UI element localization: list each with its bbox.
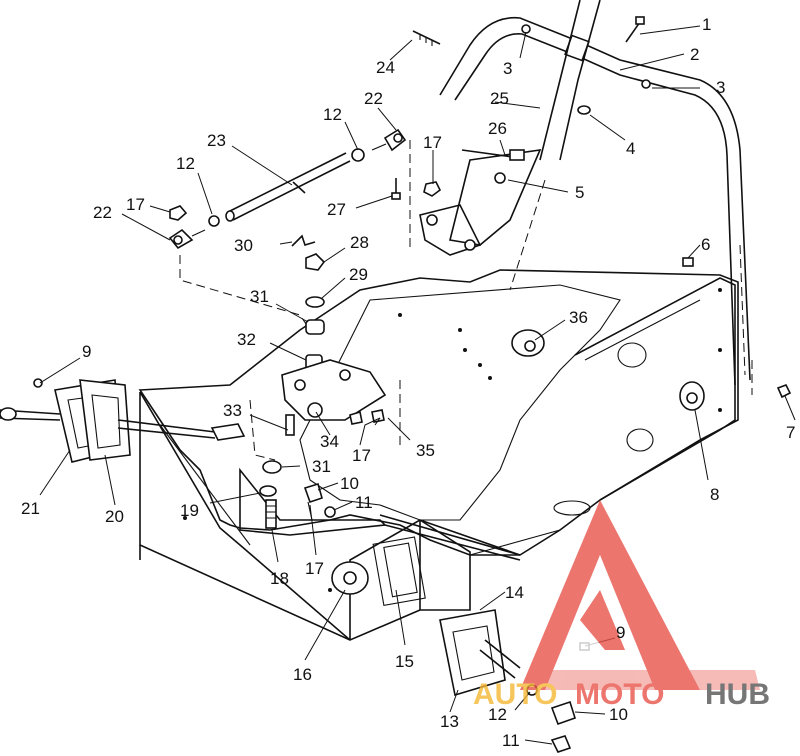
callout-12: 12 xyxy=(323,105,342,124)
pivot-stack xyxy=(179,253,401,497)
right-spindle-assembly xyxy=(439,609,590,753)
callout-10: 10 xyxy=(340,474,359,493)
callout-27: 27 xyxy=(327,200,346,219)
callout-18: 18 xyxy=(270,569,289,588)
callout-17: 17 xyxy=(305,559,324,578)
callout-12: 12 xyxy=(176,154,195,173)
watermark-logo: AUTO MOTO HUB xyxy=(473,500,770,711)
callout-15: 15 xyxy=(395,652,414,671)
callout-labels: 1 2 3 3 4 5 6 7 8 9 9 10 10 11 11 12 12 … xyxy=(21,15,795,750)
callout-22: 22 xyxy=(93,203,112,222)
callout-22: 22 xyxy=(364,89,383,108)
callout-3: 3 xyxy=(503,59,512,78)
callout-29: 29 xyxy=(349,265,368,284)
callout-24: 24 xyxy=(376,58,395,77)
callout-30: 30 xyxy=(234,236,253,255)
callout-17: 17 xyxy=(423,133,442,152)
callout-2: 2 xyxy=(690,45,699,64)
callout-3: 3 xyxy=(716,78,725,97)
callout-20: 20 xyxy=(105,507,124,526)
callout-17: 17 xyxy=(352,446,371,465)
callout-5: 5 xyxy=(575,183,584,202)
callout-10: 10 xyxy=(609,705,628,724)
watermark-triangle-icon xyxy=(520,500,700,690)
steering-column xyxy=(409,0,601,291)
left-spindle-assembly xyxy=(0,378,246,463)
callout-11: 11 xyxy=(355,493,373,512)
callout-14: 14 xyxy=(505,583,524,602)
steering-arm-assembly xyxy=(239,329,705,595)
callout-19: 19 xyxy=(180,501,199,520)
callout-23: 23 xyxy=(207,131,226,150)
callout-31: 31 xyxy=(312,457,331,476)
callout-11: 11 xyxy=(502,731,520,750)
callout-4: 4 xyxy=(626,139,635,158)
leader-lines xyxy=(39,25,796,745)
callout-16: 16 xyxy=(293,665,312,684)
callout-8: 8 xyxy=(710,485,719,504)
watermark-auto-text: AUTO xyxy=(473,678,557,711)
callout-34: 34 xyxy=(320,432,339,451)
callout-25: 25 xyxy=(490,89,509,108)
watermark-hub-text: HUB xyxy=(705,678,770,711)
callout-28: 28 xyxy=(350,233,369,252)
callout-17: 17 xyxy=(126,195,145,214)
callout-7: 7 xyxy=(786,423,795,442)
callout-31: 31 xyxy=(250,287,269,306)
callout-9: 9 xyxy=(82,342,91,361)
callout-1: 1 xyxy=(702,15,711,34)
callout-32: 32 xyxy=(237,330,256,349)
chassis-frame xyxy=(138,269,739,641)
callout-26: 26 xyxy=(488,119,507,138)
callout-35: 35 xyxy=(416,441,435,460)
watermark-moto-text: MOTO xyxy=(575,678,664,711)
callout-6: 6 xyxy=(701,235,710,254)
callout-9: 9 xyxy=(616,623,625,642)
tie-rod-assembly xyxy=(168,16,792,399)
callout-36: 36 xyxy=(569,308,588,327)
callout-33: 33 xyxy=(223,401,242,420)
callout-13: 13 xyxy=(440,712,459,731)
handlebar-tube xyxy=(439,16,753,395)
callout-21: 21 xyxy=(21,499,40,518)
callout-12: 12 xyxy=(488,705,507,724)
